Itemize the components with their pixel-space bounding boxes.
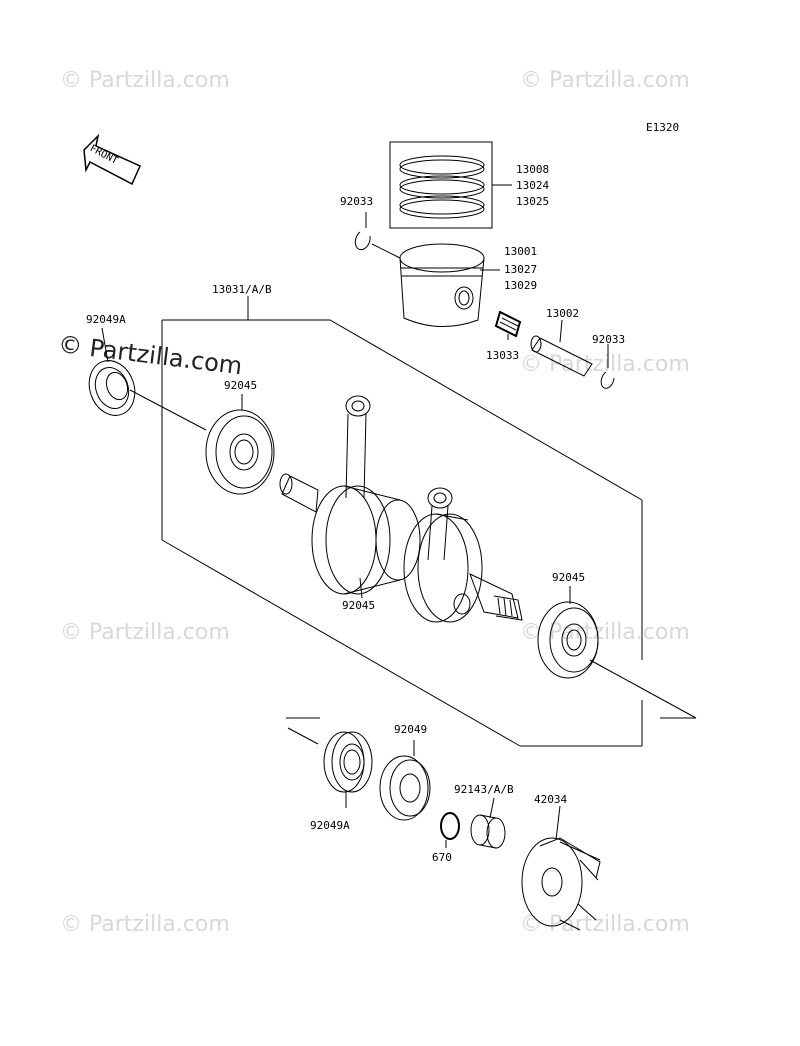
piston xyxy=(371,243,500,328)
part-label[interactable]: 92049 xyxy=(394,723,428,736)
part-label[interactable]: 13024 xyxy=(516,179,550,192)
crank-assembly-outline xyxy=(161,296,643,747)
circlip-top xyxy=(354,212,371,251)
part-label[interactable]: 13029 xyxy=(504,279,538,292)
part-label[interactable]: 92143/A/B xyxy=(454,783,514,796)
part-label[interactable]: 670 xyxy=(432,851,452,864)
rings-box xyxy=(389,141,493,229)
part-label[interactable]: 92033 xyxy=(592,333,626,346)
bearing-left xyxy=(205,394,275,495)
part-label[interactable]: 13031/A/B xyxy=(212,283,272,296)
coupling xyxy=(521,805,601,931)
seal-left xyxy=(88,327,136,416)
part-label[interactable]: 13002 xyxy=(546,307,580,320)
part-label[interactable]: 92033 xyxy=(340,195,374,208)
seal-bottom xyxy=(323,731,373,808)
piston-pin xyxy=(530,335,593,377)
part-label[interactable]: 13008 xyxy=(516,163,550,176)
bearing-right xyxy=(537,586,599,679)
part-label[interactable]: 92045 xyxy=(552,571,586,584)
part-label[interactable]: 13001 xyxy=(504,245,538,258)
part-label[interactable]: 92049A xyxy=(86,313,126,326)
crankshaft xyxy=(279,395,523,623)
part-label[interactable]: 92045 xyxy=(224,379,258,392)
part-label[interactable]: 92045 xyxy=(342,599,376,612)
watermark: © Partzilla.com xyxy=(520,68,690,93)
watermark: © Partzilla.com xyxy=(60,68,230,93)
front-arrow-icon xyxy=(83,133,141,186)
part-label[interactable]: 92049A xyxy=(310,819,350,832)
oring xyxy=(440,812,460,848)
watermark: © Partzilla.com xyxy=(520,912,690,937)
part-label[interactable]: 13027 xyxy=(504,263,538,276)
circlip-right xyxy=(600,344,615,389)
part-label[interactable]: 13033 xyxy=(486,349,520,362)
part-label[interactable]: 42034 xyxy=(534,793,568,806)
part-label[interactable]: 13025 xyxy=(516,195,550,208)
watermark: © Partzilla.com xyxy=(520,620,690,645)
collar xyxy=(470,797,506,849)
watermark: © Partzilla.com xyxy=(60,620,230,645)
diagram-code: E1320 xyxy=(646,121,680,134)
watermark: © Partzilla.com xyxy=(60,912,230,937)
bearing-bottom xyxy=(379,740,431,821)
needle-bearing xyxy=(494,310,522,340)
